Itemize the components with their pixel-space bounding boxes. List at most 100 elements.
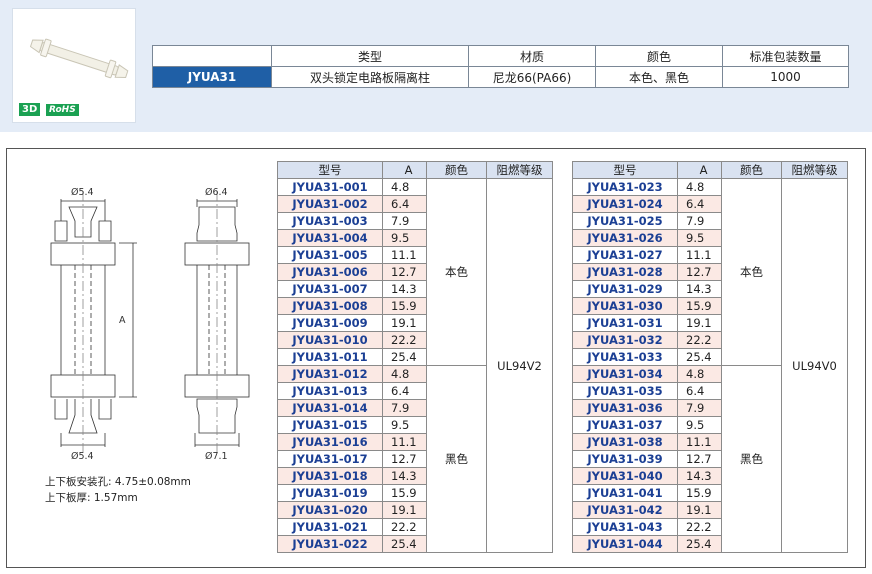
model-cell[interactable]: JYUA31-038: [572, 433, 678, 451]
model-cell[interactable]: JYUA31-014: [277, 399, 383, 417]
a-value-cell: 11.1: [677, 246, 722, 264]
model-cell[interactable]: JYUA31-012: [277, 365, 383, 383]
flame-rating-cell: UL94V2: [486, 178, 553, 553]
model-cell[interactable]: JYUA31-033: [572, 348, 678, 366]
model-cell[interactable]: JYUA31-039: [572, 450, 678, 468]
a-value-cell: 6.4: [677, 195, 722, 213]
model-cell[interactable]: JYUA31-042: [572, 501, 678, 519]
model-cell[interactable]: JYUA31-022: [277, 535, 383, 553]
model-cell[interactable]: JYUA31-035: [572, 382, 678, 400]
model-cell[interactable]: JYUA31-013: [277, 382, 383, 400]
model-cell[interactable]: JYUA31-016: [277, 433, 383, 451]
spacer-product-image: [29, 38, 129, 79]
model-cell[interactable]: JYUA31-019: [277, 484, 383, 502]
model-cell[interactable]: JYUA31-008: [277, 297, 383, 315]
model-cell[interactable]: JYUA31-015: [277, 416, 383, 434]
model-cell[interactable]: JYUA31-041: [572, 484, 678, 502]
color-cell: 黑色: [426, 365, 487, 553]
a-value-cell: 12.7: [677, 263, 722, 281]
model-cell[interactable]: JYUA31-027: [572, 246, 678, 264]
a-value-cell: 19.1: [677, 501, 722, 519]
model-cell[interactable]: JYUA31-044: [572, 535, 678, 553]
model-cell[interactable]: JYUA31-011: [277, 348, 383, 366]
model-cell[interactable]: JYUA31-028: [572, 263, 678, 281]
model-cell[interactable]: JYUA31-005: [277, 246, 383, 264]
model-cell[interactable]: JYUA31-031: [572, 314, 678, 332]
a-value-cell: 4.8: [382, 178, 427, 196]
model-cell[interactable]: JYUA31-023: [572, 178, 678, 196]
3d-badge[interactable]: 3D: [19, 103, 41, 116]
a-value-cell: 4.8: [677, 178, 722, 196]
model-cell[interactable]: JYUA31-017: [277, 450, 383, 468]
model-cell[interactable]: JYUA31-018: [277, 467, 383, 485]
technical-drawing: Ø5.4 Ø5.4 Ø6.4 Ø7.1 A: [50, 187, 250, 461]
a-value-cell: 15.9: [677, 297, 722, 315]
model-cell[interactable]: JYUA31-025: [572, 212, 678, 230]
a-value-cell: 4.8: [382, 365, 427, 383]
a-value-cell: 14.3: [677, 467, 722, 485]
a-value-cell: 14.3: [677, 280, 722, 298]
model-cell[interactable]: JYUA31-030: [572, 297, 678, 315]
a-value-cell: 11.1: [382, 246, 427, 264]
a-value-cell: 22.2: [382, 331, 427, 349]
a-value-cell: 12.7: [677, 450, 722, 468]
flame-rating-cell: UL94V0: [781, 178, 848, 553]
a-value-cell: 7.9: [677, 212, 722, 230]
model-cell[interactable]: JYUA31-021: [277, 518, 383, 536]
model-cell[interactable]: JYUA31-001: [277, 178, 383, 196]
model-cell[interactable]: JYUA31-007: [277, 280, 383, 298]
model-cell[interactable]: JYUA31-034: [572, 365, 678, 383]
model-cell[interactable]: JYUA31-040: [572, 467, 678, 485]
model-cell[interactable]: JYUA31-036: [572, 399, 678, 417]
model-cell[interactable]: JYUA31-009: [277, 314, 383, 332]
a-value-cell: 12.7: [382, 450, 427, 468]
a-value-cell: 11.1: [382, 433, 427, 451]
a-value-cell: 14.3: [382, 280, 427, 298]
model-cell[interactable]: JYUA31-010: [277, 331, 383, 349]
model-cell[interactable]: JYUA31-029: [572, 280, 678, 298]
model-cell[interactable]: JYUA31-020: [277, 501, 383, 519]
a-value-cell: 7.9: [677, 399, 722, 417]
info-header-row: 编码 类型 材质 颜色 标准包装数量: [152, 45, 849, 67]
model-cell[interactable]: JYUA31-006: [277, 263, 383, 281]
spec-panel: Ø5.4 Ø5.4 Ø6.4 Ø7.1 A 上下板安装孔: 4.75±0.08m…: [6, 148, 866, 568]
a-value-cell: 4.8: [677, 365, 722, 383]
product-thumbnail: 3D RoHS: [12, 8, 136, 123]
info-color-value: 本色、黑色: [595, 66, 723, 88]
color-header: 颜色: [721, 161, 782, 179]
color-cell: 本色: [426, 178, 487, 366]
a-value-cell: 22.2: [677, 331, 722, 349]
model-cell[interactable]: JYUA31-003: [277, 212, 383, 230]
model-cell[interactable]: JYUA31-026: [572, 229, 678, 247]
model-header: 型号: [277, 161, 383, 179]
model-cell[interactable]: JYUA31-024: [572, 195, 678, 213]
model-cell[interactable]: JYUA31-004: [277, 229, 383, 247]
model-cell[interactable]: JYUA31-002: [277, 195, 383, 213]
model-cell[interactable]: JYUA31-037: [572, 416, 678, 434]
model-cell[interactable]: JYUA31-032: [572, 331, 678, 349]
model-cell[interactable]: JYUA31-043: [572, 518, 678, 536]
info-header-code: 编码: [152, 45, 272, 67]
a-value-cell: 22.2: [677, 518, 722, 536]
right-top-diameter: Ø6.4: [205, 187, 228, 198]
